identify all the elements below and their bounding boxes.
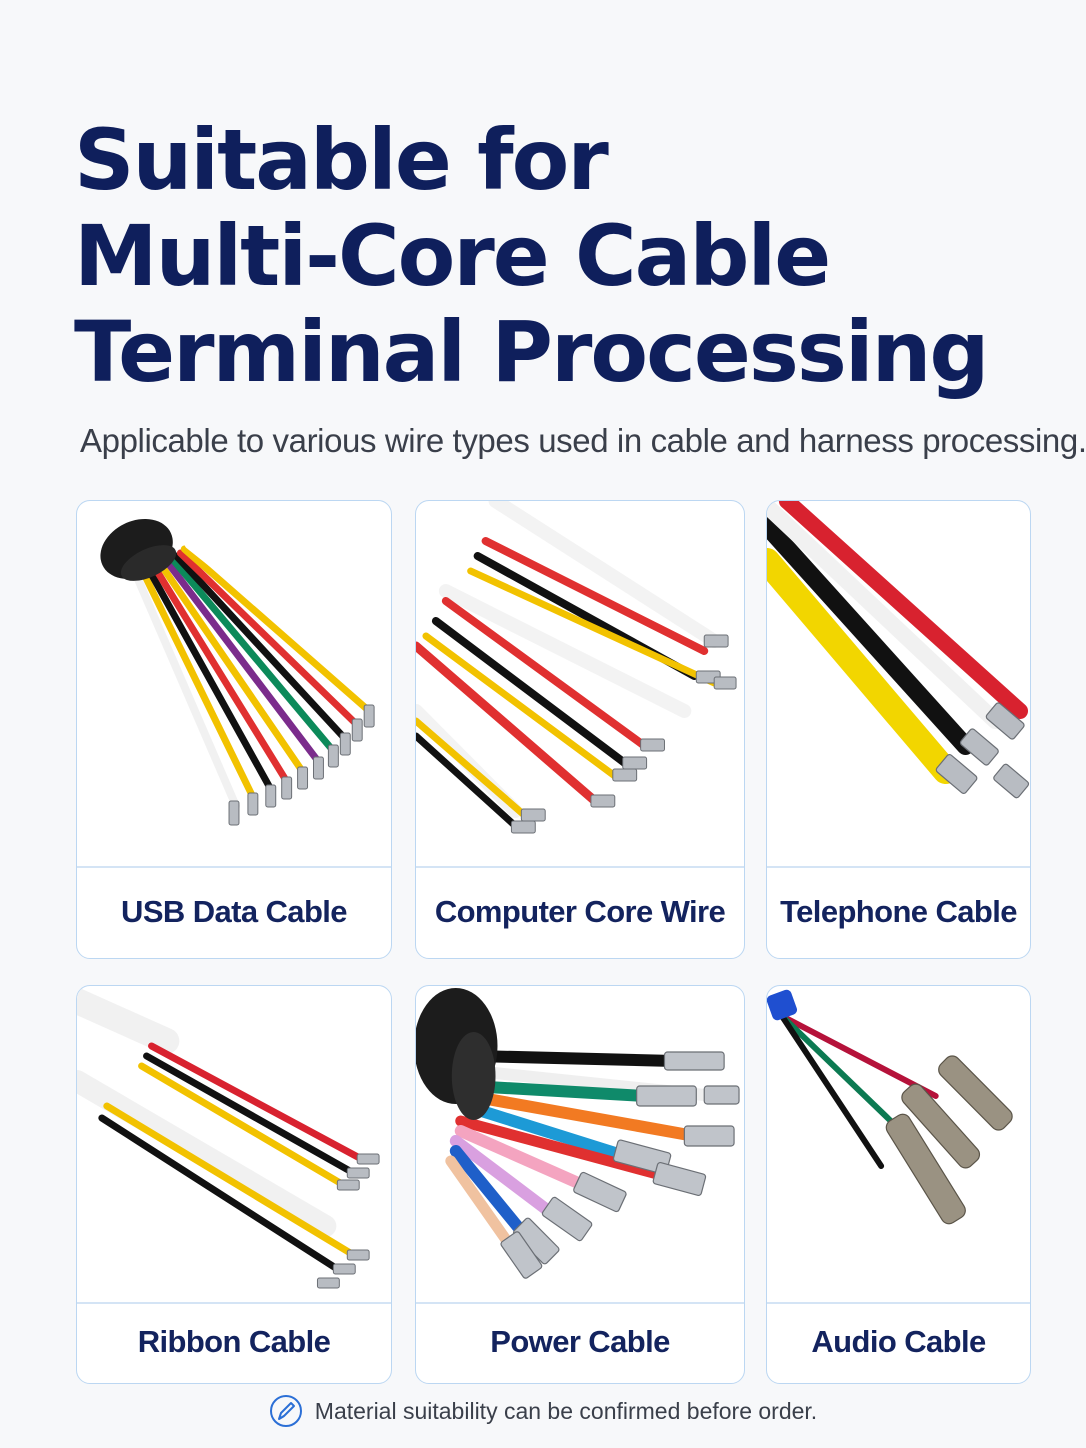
card-divider (767, 1302, 1030, 1304)
card-divider (77, 866, 391, 868)
card-label: Telephone Cable (780, 894, 1017, 929)
card-divider (77, 1302, 391, 1304)
title-line-1: Suitable for (74, 111, 609, 209)
pen-circle-icon (269, 1395, 302, 1427)
card-computer-core-wire: Computer Core Wire (415, 500, 745, 959)
footnote-text: Material suitability can be confirmed be… (314, 1397, 818, 1424)
card-label: Power Cable (490, 1324, 670, 1359)
computer-core-wire-image (416, 501, 744, 866)
page-title: Suitable for Multi-Core Cable Terminal P… (74, 111, 990, 401)
card-telephone-cable: Telephone Cable (766, 500, 1031, 959)
card-divider (416, 866, 744, 868)
card-label: USB Data Cable (121, 894, 347, 929)
card-label: Computer Core Wire (434, 894, 726, 929)
card-usb-data-cable: USB Data Cable (76, 500, 392, 959)
audio-cable-image (767, 986, 1030, 1302)
page-subtitle: Applicable to various wire types used in… (80, 422, 1086, 459)
power-cable-image (416, 986, 744, 1302)
title-line-3: Terminal Processing (74, 303, 990, 401)
footnote: Material suitability can be confirmed be… (0, 1394, 1086, 1428)
telephone-cable-image (767, 501, 1030, 866)
card-divider (767, 866, 1030, 868)
ribbon-cable-image (77, 986, 391, 1302)
card-divider (416, 1302, 744, 1304)
card-audio-cable: Audio Cable (766, 985, 1031, 1384)
card-power-cable: Power Cable (415, 985, 745, 1384)
card-label: Audio Cable (811, 1324, 986, 1359)
title-line-2: Multi-Core Cable (74, 207, 831, 305)
card-label: Ribbon Cable (137, 1324, 331, 1359)
card-ribbon-cable: Ribbon Cable (76, 985, 392, 1384)
usb-data-cable-image (77, 501, 391, 866)
